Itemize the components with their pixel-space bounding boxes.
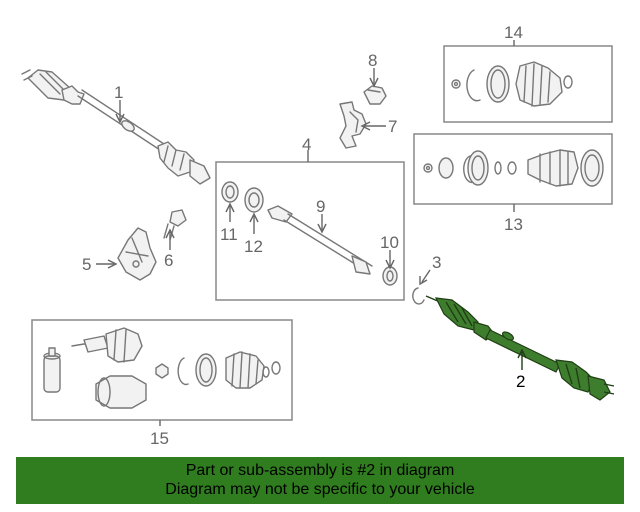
parts-diagram: 1 2 3 4 5 6 7 8 9 10 11 12 13 14 15: [21, 23, 615, 448]
part-8-nut[interactable]: [363, 85, 387, 105]
part-15-kit-items[interactable]: [43, 327, 281, 409]
callout-12: 12: [244, 237, 263, 256]
kit-box-15: [31, 319, 293, 421]
callout-2[interactable]: 2: [516, 372, 525, 391]
leader-lines: [96, 40, 527, 426]
callout-5: 5: [82, 255, 91, 274]
part-9-intermediate-shaft[interactable]: [267, 205, 373, 275]
kit-box-14: [443, 45, 613, 123]
part-13-kit-items[interactable]: [423, 149, 604, 187]
callout-8: 8: [368, 51, 377, 70]
callout-3: 3: [432, 253, 441, 272]
kit-box-13: [413, 133, 613, 205]
callout-9: 9: [316, 197, 325, 216]
callout-6: 6: [164, 251, 173, 270]
assembly-box-4: [215, 161, 405, 301]
part-14-kit-items[interactable]: [451, 61, 573, 107]
callout-10: 10: [380, 233, 399, 252]
callout-14: 14: [504, 23, 523, 42]
part-5-support-bracket[interactable]: [117, 227, 157, 281]
banner-line-2: Diagram may not be specific to your vehi…: [165, 481, 475, 498]
banner-line-1: Part or sub-assembly is #2 in diagram: [185, 462, 455, 479]
callout-7: 7: [388, 117, 397, 136]
callout-11: 11: [220, 225, 238, 244]
callout-13: 13: [504, 215, 523, 234]
info-banner: Part or sub-assembly is #2 in diagram Di…: [16, 457, 624, 504]
part-12-bearing[interactable]: [244, 187, 264, 213]
callout-4: 4: [302, 135, 311, 154]
part-1-axle-shaft[interactable]: [21, 69, 211, 185]
part-10-seal[interactable]: [382, 266, 398, 286]
part-11-seal[interactable]: [221, 181, 239, 203]
callout-1: 1: [114, 83, 123, 102]
callout-15: 15: [150, 429, 169, 448]
part-3-snap-ring[interactable]: [412, 287, 425, 305]
part-7-bracket[interactable]: [339, 101, 367, 149]
